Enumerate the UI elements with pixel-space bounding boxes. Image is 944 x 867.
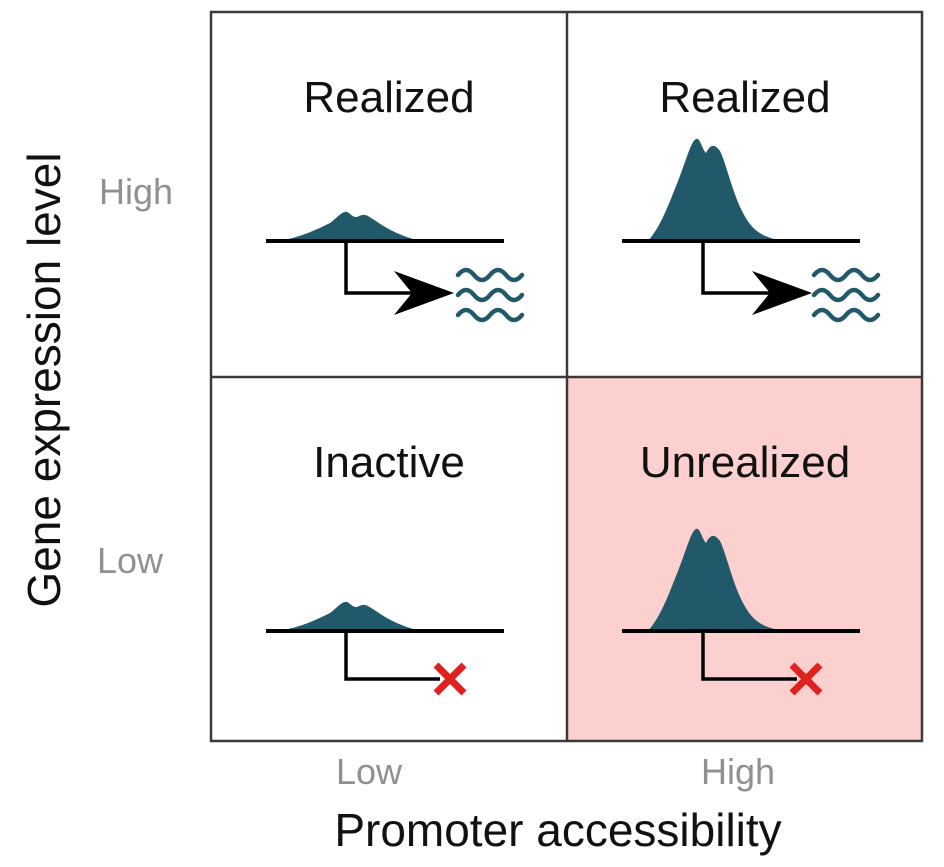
- quadrant-label: Realized: [659, 73, 830, 122]
- quadrant-label: Realized: [303, 73, 474, 122]
- x-axis-title: Promoter accessibility: [334, 804, 781, 856]
- wavy-lines-icon: [458, 270, 522, 320]
- x-tick-high: High: [701, 751, 775, 792]
- y-tick-high: High: [99, 171, 173, 212]
- promoter-arrow-icon: [344, 631, 440, 681]
- accessibility-peak-small: [270, 211, 420, 241]
- quadrant-bottom-right: Unrealized: [622, 438, 860, 693]
- unrealized-highlight: [567, 377, 922, 741]
- quadrant-label: Unrealized: [640, 438, 850, 487]
- wavy-lines-icon: [814, 270, 878, 320]
- quadrant-top-right: Realized: [622, 73, 878, 320]
- x-tick-low: Low: [336, 751, 403, 792]
- y-axis-title: Gene expression level: [18, 152, 70, 607]
- y-tick-low: Low: [97, 540, 164, 581]
- accessibility-peak-small: [270, 601, 420, 631]
- promoter-arrow-icon: [701, 241, 772, 295]
- red-x-icon: [436, 665, 464, 693]
- quadrant-top-left: Realized: [266, 73, 522, 320]
- quadrant-label: Inactive: [313, 438, 465, 487]
- promoter-arrow-icon: [344, 241, 415, 295]
- promoter-arrow-icon: [701, 631, 797, 681]
- accessibility-peak-large: [648, 138, 786, 241]
- quadrant-grid: [209, 10, 924, 743]
- quadrant-bottom-left: Inactive: [266, 438, 504, 693]
